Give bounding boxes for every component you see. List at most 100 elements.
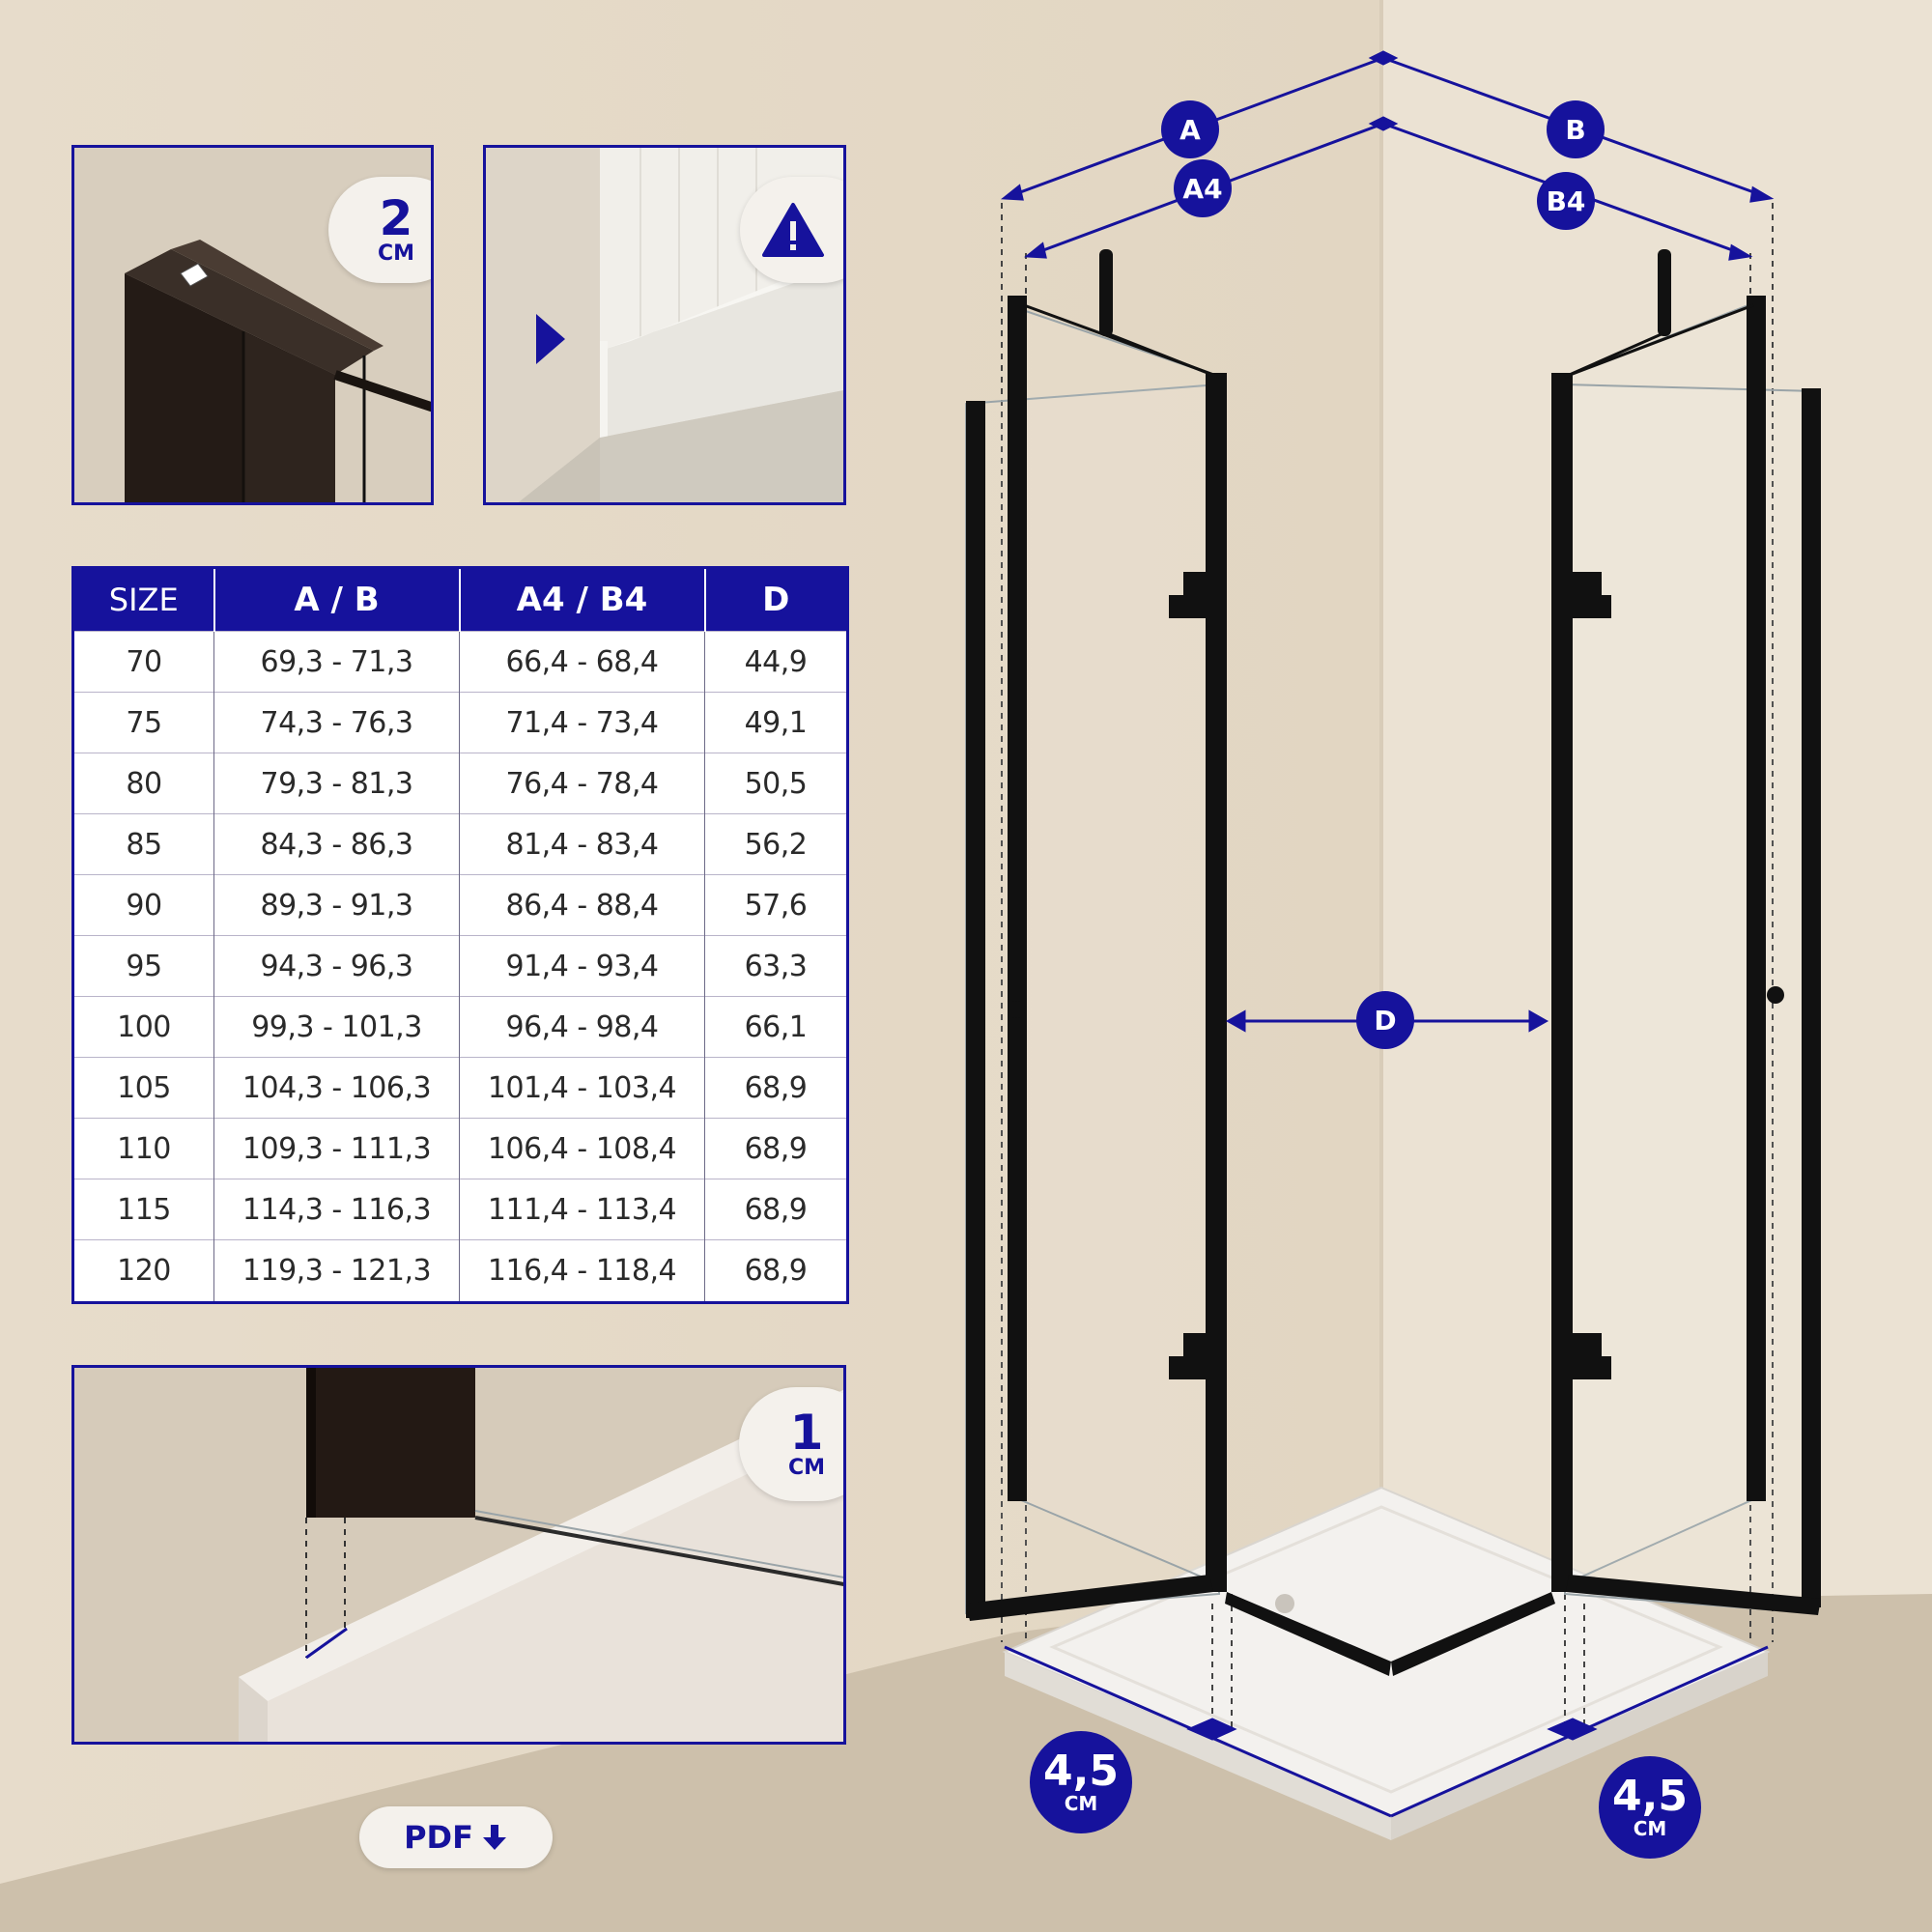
dimension-a-label: A	[1161, 100, 1219, 158]
dimension-b-label: B	[1547, 100, 1605, 158]
tray-gap-badge: 1 CM	[739, 1387, 843, 1501]
cell-a4b4: 76,4 - 78,4	[459, 753, 705, 814]
header-ab: A / B	[213, 567, 461, 632]
tray-illustration	[74, 1368, 843, 1742]
cell-a4b4: 116,4 - 118,4	[459, 1239, 705, 1303]
tray-gap-unit: CM	[787, 1456, 826, 1480]
bubble-level-icon	[180, 263, 209, 287]
cell-size: 75	[72, 692, 214, 753]
left-wall-profile	[1008, 296, 1027, 1501]
download-arrow-icon	[482, 1825, 506, 1850]
left-gap-measure: 4,5 CM	[1030, 1731, 1132, 1833]
cell-size: 115	[72, 1179, 214, 1240]
dimension-a4-label: A4	[1174, 159, 1232, 217]
right-outer-profile	[1802, 388, 1821, 1607]
cell-size: 105	[72, 1057, 214, 1119]
tray-front-left	[1005, 1652, 1391, 1840]
cell-ab: 74,3 - 76,3	[213, 692, 460, 753]
tray-front-right	[1391, 1652, 1768, 1840]
profile-illustration	[74, 148, 431, 502]
cell-d: 68,9	[704, 1118, 848, 1179]
cell-d: 68,9	[704, 1179, 848, 1240]
cell-d: 66,1	[704, 996, 848, 1058]
cell-a4b4: 66,4 - 68,4	[459, 630, 705, 693]
cell-size: 110	[72, 1118, 214, 1179]
dimension-d-label: D	[1356, 991, 1414, 1049]
left-gap-value: 4,5	[1043, 1747, 1119, 1796]
cell-ab: 94,3 - 96,3	[213, 935, 460, 997]
cell-ab: 114,3 - 116,3	[213, 1179, 460, 1240]
pdf-button-label: PDF	[404, 1819, 473, 1856]
cell-size: 90	[72, 874, 214, 936]
table-header-row: SIZE A / B A4 / B4 D	[72, 567, 848, 632]
cell-d: 68,9	[704, 1057, 848, 1119]
cell-a4b4: 106,4 - 108,4	[459, 1118, 705, 1179]
cell-d: 44,9	[704, 630, 848, 693]
cell-a4b4: 81,4 - 83,4	[459, 813, 705, 875]
right-gap-measure: 4,5 CM	[1599, 1756, 1701, 1859]
cell-ab: 104,3 - 106,3	[213, 1057, 460, 1119]
pdf-download-button[interactable]: PDF	[359, 1806, 553, 1868]
right-wall-profile	[1747, 296, 1766, 1501]
cell-a4b4: 96,4 - 98,4	[459, 996, 705, 1058]
cell-d: 68,9	[704, 1239, 848, 1303]
cell-ab: 79,3 - 81,3	[213, 753, 460, 814]
tray-detail-panel: 1 CM	[71, 1365, 846, 1745]
profile-width-unit: CM	[377, 242, 415, 266]
cell-size: 100	[72, 996, 214, 1058]
cell-d: 57,6	[704, 874, 848, 936]
frame-profile	[306, 1368, 475, 1518]
dimension-b4-label: B4	[1537, 172, 1595, 230]
warning-badge	[740, 177, 843, 283]
cell-ab: 99,3 - 101,3	[213, 996, 460, 1058]
cell-d: 56,2	[704, 813, 848, 875]
cell-size: 80	[72, 753, 214, 814]
cell-size: 85	[72, 813, 214, 875]
cell-a4b4: 111,4 - 113,4	[459, 1179, 705, 1240]
cell-a4b4: 101,4 - 103,4	[459, 1057, 705, 1119]
right-wall-surface	[1381, 0, 1932, 1604]
right-gap-unit: CM	[1633, 1817, 1667, 1840]
profile-detail-panel: 2 CM	[71, 145, 434, 505]
cell-d: 50,5	[704, 753, 848, 814]
cell-a4b4: 71,4 - 73,4	[459, 692, 705, 753]
header-d: D	[704, 567, 848, 632]
cell-a4b4: 91,4 - 93,4	[459, 935, 705, 997]
cell-d: 63,3	[704, 935, 848, 997]
cell-ab: 89,3 - 91,3	[213, 874, 460, 936]
right-door-profile	[1551, 373, 1573, 1592]
profile-width-value: 2	[379, 190, 413, 246]
header-size: SIZE	[72, 567, 215, 632]
cell-ab: 109,3 - 111,3	[213, 1118, 460, 1179]
cell-ab: 69,3 - 71,3	[213, 630, 460, 693]
left-gap-unit: CM	[1064, 1792, 1098, 1815]
right-gap-value: 4,5	[1612, 1772, 1688, 1821]
cell-size: 95	[72, 935, 214, 997]
profile-width-badge: 2 CM	[328, 177, 431, 283]
cell-ab: 119,3 - 121,3	[213, 1239, 460, 1303]
wall-corner-panel	[483, 145, 846, 505]
drain-icon	[1275, 1594, 1294, 1613]
tray-gap-value: 1	[789, 1405, 824, 1461]
left-outer-profile	[966, 401, 985, 1618]
cell-d: 49,1	[704, 692, 848, 753]
cell-ab: 84,3 - 86,3	[213, 813, 460, 875]
cell-a4b4: 86,4 - 88,4	[459, 874, 705, 936]
cell-size: 70	[72, 630, 214, 693]
warning-triangle-icon	[762, 203, 824, 257]
cell-size: 120	[72, 1239, 214, 1303]
left-door-profile	[1206, 373, 1227, 1592]
